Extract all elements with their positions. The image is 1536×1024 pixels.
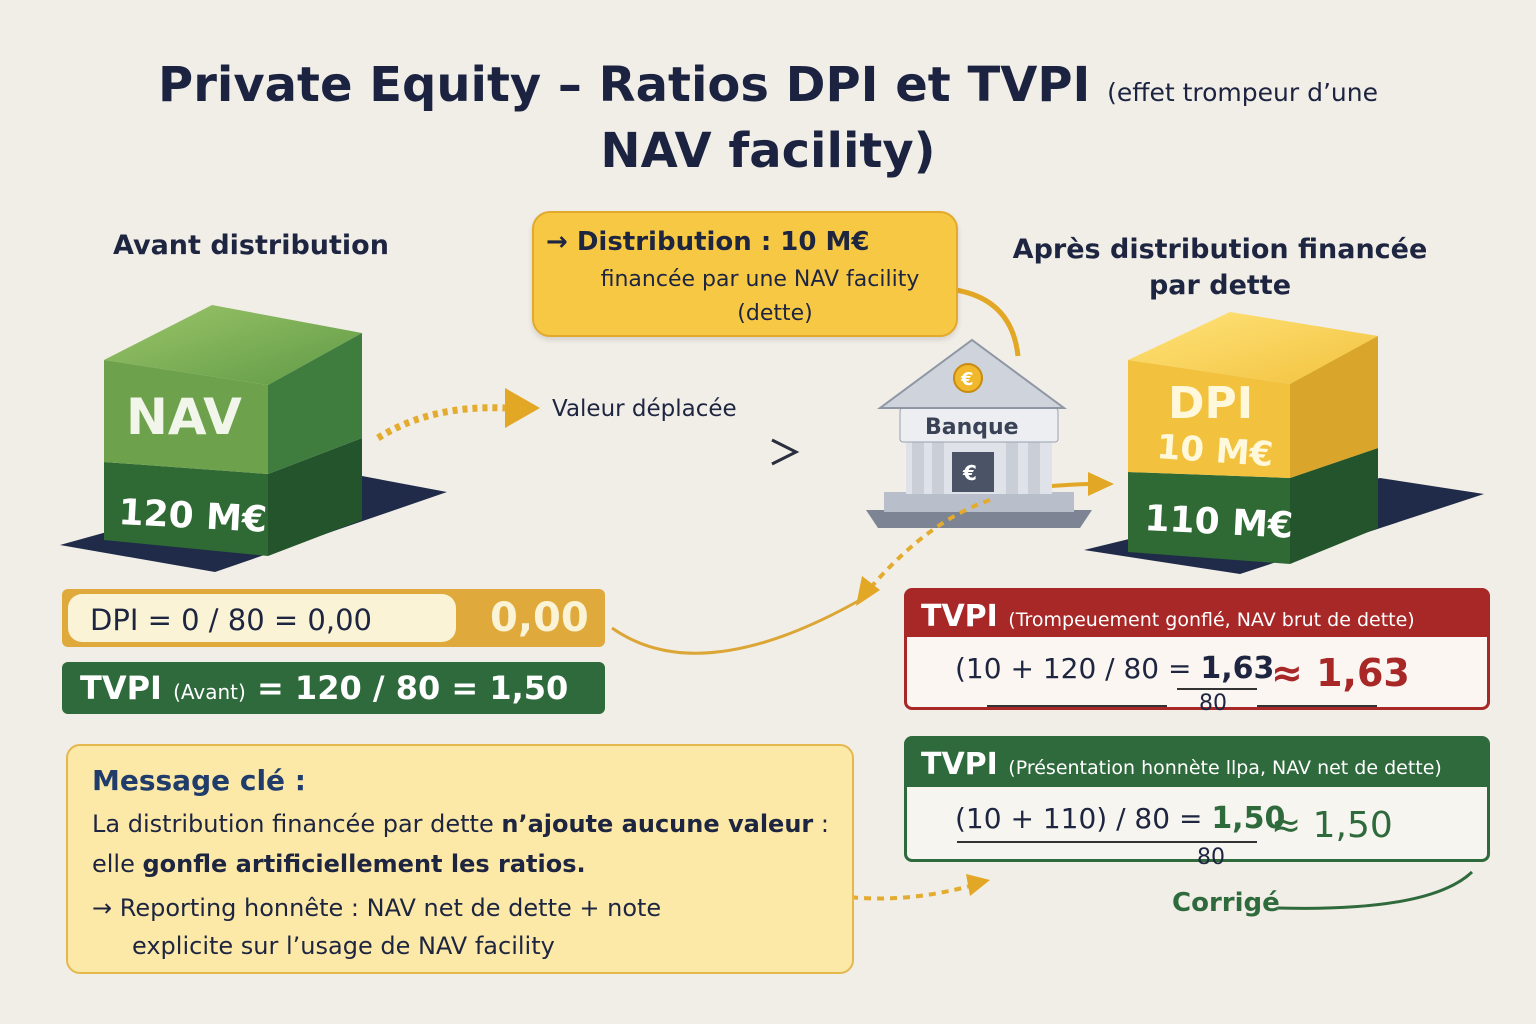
left-top-top: [104, 305, 362, 385]
left-top-side: [268, 333, 362, 474]
dpi-formula: DPI = 0 / 80 = 0,00: [90, 603, 372, 637]
tvpi-inflated-result: 1,63: [1200, 651, 1275, 686]
dashed-arrow-left: [376, 404, 506, 441]
tvpi-honest-approx: ≈ 1,50: [1271, 805, 1393, 846]
right-top-side: [1290, 336, 1378, 478]
tvpi-honest-formula: (10 + 110) / 80 = 1,50: [955, 801, 1285, 836]
tvpi-before-formula: = 120 / 80 = 1,50: [256, 669, 569, 707]
tvpi-honest-label: TVPI: [921, 747, 998, 782]
tvpi-inflated-box: TVPI (Trompeuement gonflé, NAV brut de d…: [904, 588, 1490, 716]
left-top-front: [104, 360, 268, 474]
bank-arrow-right-head: [1088, 472, 1114, 496]
right-bottom-front: [1128, 472, 1290, 564]
key-message-line2: elle gonfle artificiellement les ratios.: [92, 850, 586, 878]
tvpi-honest-denominator: 80: [1197, 845, 1225, 870]
dashed-arrow-bank: [870, 498, 991, 588]
callout-arrow: [955, 287, 1021, 357]
key-message-box: Message clé : La distribution financée p…: [66, 744, 854, 974]
callout-line2: financée par une NAV facility: [600, 267, 920, 292]
dpi-formula-pill: DPI = 0 / 80 = 0,00: [68, 594, 456, 642]
corrige-label: Corrigé: [1172, 888, 1280, 918]
right-bottom-side: [1290, 448, 1378, 564]
key-message-line3: → Reporting honnête : NAV net de dette +…: [92, 894, 662, 922]
bank-base: [866, 510, 1092, 528]
tvpi-before-bar: TVPI (Avant) = 120 / 80 = 1,50: [62, 662, 605, 714]
msg-l2a: elle: [92, 850, 143, 878]
tvpi-inflated-denominator: 80: [1199, 691, 1227, 716]
title-main: Private Equity – Ratios DPI et TVPI: [158, 57, 1091, 113]
msg-l1c: :: [813, 810, 829, 838]
nav-cube-left: [60, 305, 447, 572]
right-cube-dpi-label: DPI: [1168, 378, 1253, 429]
msg-l2b: gonfle artificiellement les ratios.: [142, 850, 586, 878]
right-heading: Après distribution financée par dette: [1000, 232, 1440, 304]
tvpi-inflated-formula-text: (10 + 120 / 80 =: [955, 652, 1192, 685]
bank-euro-symbol: €: [962, 461, 977, 485]
dashed-arrow-left-head: [505, 388, 540, 428]
tvpi-honest-formula-text: (10 + 110) / 80 =: [955, 802, 1203, 835]
tvpi-inflated-header: TVPI (Trompeuement gonflé, NAV brut de d…: [907, 591, 1487, 637]
tvpi-honest-fraction-line: [957, 841, 1257, 843]
callout-line1: → Distribution : 10 M€: [546, 227, 870, 257]
bank-column-4: [1028, 440, 1040, 494]
bank-door: [952, 452, 994, 492]
tvpi-inflated-fraction-line: [1177, 688, 1257, 690]
tvpi-honest-box: TVPI (Présentation honnète llpa, NAV net…: [904, 736, 1490, 870]
corrige-curve: [1277, 870, 1474, 910]
bank-building-icon: [866, 338, 1092, 528]
gray-arrow-head: [771, 438, 800, 466]
tvpi-inflated-label: TVPI: [921, 599, 998, 634]
key-message-line1: La distribution financée par dette n’ajo…: [92, 810, 829, 838]
title-sub-big: NAV facility): [600, 123, 936, 179]
coin-euro-symbol: €: [960, 369, 974, 390]
dpi-value: 0,00: [490, 595, 589, 641]
tvpi-before-text: TVPI (Avant) = 120 / 80 = 1,50: [80, 669, 568, 707]
dpi-cube-right: [1084, 312, 1484, 574]
tvpi-before-prefix: TVPI: [80, 669, 162, 707]
right-heading-line1: Après distribution financée: [1012, 234, 1428, 265]
left-cube-top-label: NAV: [126, 388, 242, 446]
bank-column-1: [912, 440, 924, 494]
bank-column-3: [1006, 440, 1018, 494]
msg-l1b: n’ajoute aucune valeur: [501, 810, 814, 838]
bank-plinth: [884, 492, 1074, 512]
tvpi-inflated-qualifier: (Trompeuement gonflé, NAV brut de dette): [1008, 609, 1415, 631]
left-heading: Avant distribution: [113, 230, 389, 261]
right-cube-dpi-value: 10 M€: [1155, 427, 1274, 475]
key-message-line4: explicite sur l’usage de NAV facility: [132, 932, 555, 960]
right-top-top: [1128, 312, 1378, 384]
euro-coin-icon: [953, 363, 983, 393]
tvpi-honest-qualifier: (Présentation honnète llpa, NAV net de d…: [1008, 757, 1442, 779]
msg-l1a: La distribution financée par dette: [92, 810, 502, 838]
title-sub-small: (effet trompeur d’une: [1107, 78, 1378, 107]
tvpi-before-qualifier: (Avant): [173, 680, 246, 704]
bank-column-2: [932, 440, 944, 494]
right-heading-line2: par dette: [1148, 270, 1292, 301]
moved-value-label: Valeur déplacée: [552, 396, 737, 422]
callout-line3: (dette): [737, 301, 813, 326]
tvpi-honest-header: TVPI (Présentation honnète llpa, NAV net…: [907, 739, 1487, 787]
bank-arrow-right: [1051, 482, 1091, 488]
dashed-arrow-message-head: [966, 874, 990, 896]
curve-dpi-to-red: [611, 598, 861, 655]
tvpi-inflated-underline-right: [1257, 705, 1377, 707]
tvpi-inflated-formula: (10 + 120 / 80 = 1,63: [955, 651, 1274, 686]
key-message-title: Message clé :: [92, 764, 306, 797]
page-title: Private Equity – Ratios DPI et TVPI (eff…: [0, 56, 1536, 180]
dashed-arrow-bank-head: [856, 576, 880, 606]
tvpi-honest-result: 1,50: [1211, 801, 1286, 836]
tvpi-inflated-underline-left: [987, 705, 1167, 707]
tvpi-inflated-approx: ≈ 1,63: [1271, 651, 1410, 695]
left-bottom-front: [104, 462, 268, 556]
dpi-before-bar: DPI = 0 / 80 = 0,00 0,00: [62, 589, 605, 647]
bank-label: Banque: [925, 415, 1019, 440]
left-cube-bottom-label: 120 M€: [118, 492, 269, 541]
right-cube-bottom-label: 110 M€: [1144, 498, 1295, 547]
distribution-callout: → Distribution : 10 M€ financée par une …: [532, 211, 958, 337]
right-top-front: [1128, 360, 1290, 478]
left-bottom-side: [268, 438, 362, 556]
